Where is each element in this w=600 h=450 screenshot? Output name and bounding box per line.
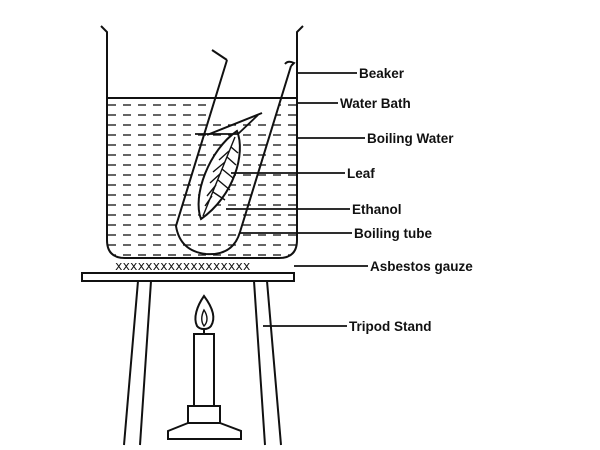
tripod-leg-right xyxy=(253,280,282,446)
tripod-leg-left xyxy=(123,280,152,446)
beaker xyxy=(100,25,304,259)
tripod-top xyxy=(81,272,295,282)
label-leaf: Leaf xyxy=(347,166,375,181)
label-ethanol: Ethanol xyxy=(352,202,402,217)
label-tripod-stand: Tripod Stand xyxy=(349,319,432,334)
label-asbestos-gauze: Asbestos gauze xyxy=(370,259,473,274)
leader-water-bath-inner xyxy=(195,114,259,135)
boiling-tube-rim xyxy=(211,49,296,67)
label-water-bath: Water Bath xyxy=(340,96,411,111)
ethanol-surface xyxy=(206,112,263,136)
label-boiling-tube: Boiling tube xyxy=(354,226,432,241)
label-beaker: Beaker xyxy=(359,66,405,81)
burner xyxy=(167,294,242,440)
gauze-marks: xxxxxxxxxxxxxxxxxx xyxy=(115,258,251,273)
label-boiling-water: Boiling Water xyxy=(367,131,454,146)
flame-icon xyxy=(194,294,215,330)
leaf xyxy=(197,129,241,221)
leader-lines xyxy=(195,72,368,327)
boiling-tube xyxy=(174,59,292,256)
